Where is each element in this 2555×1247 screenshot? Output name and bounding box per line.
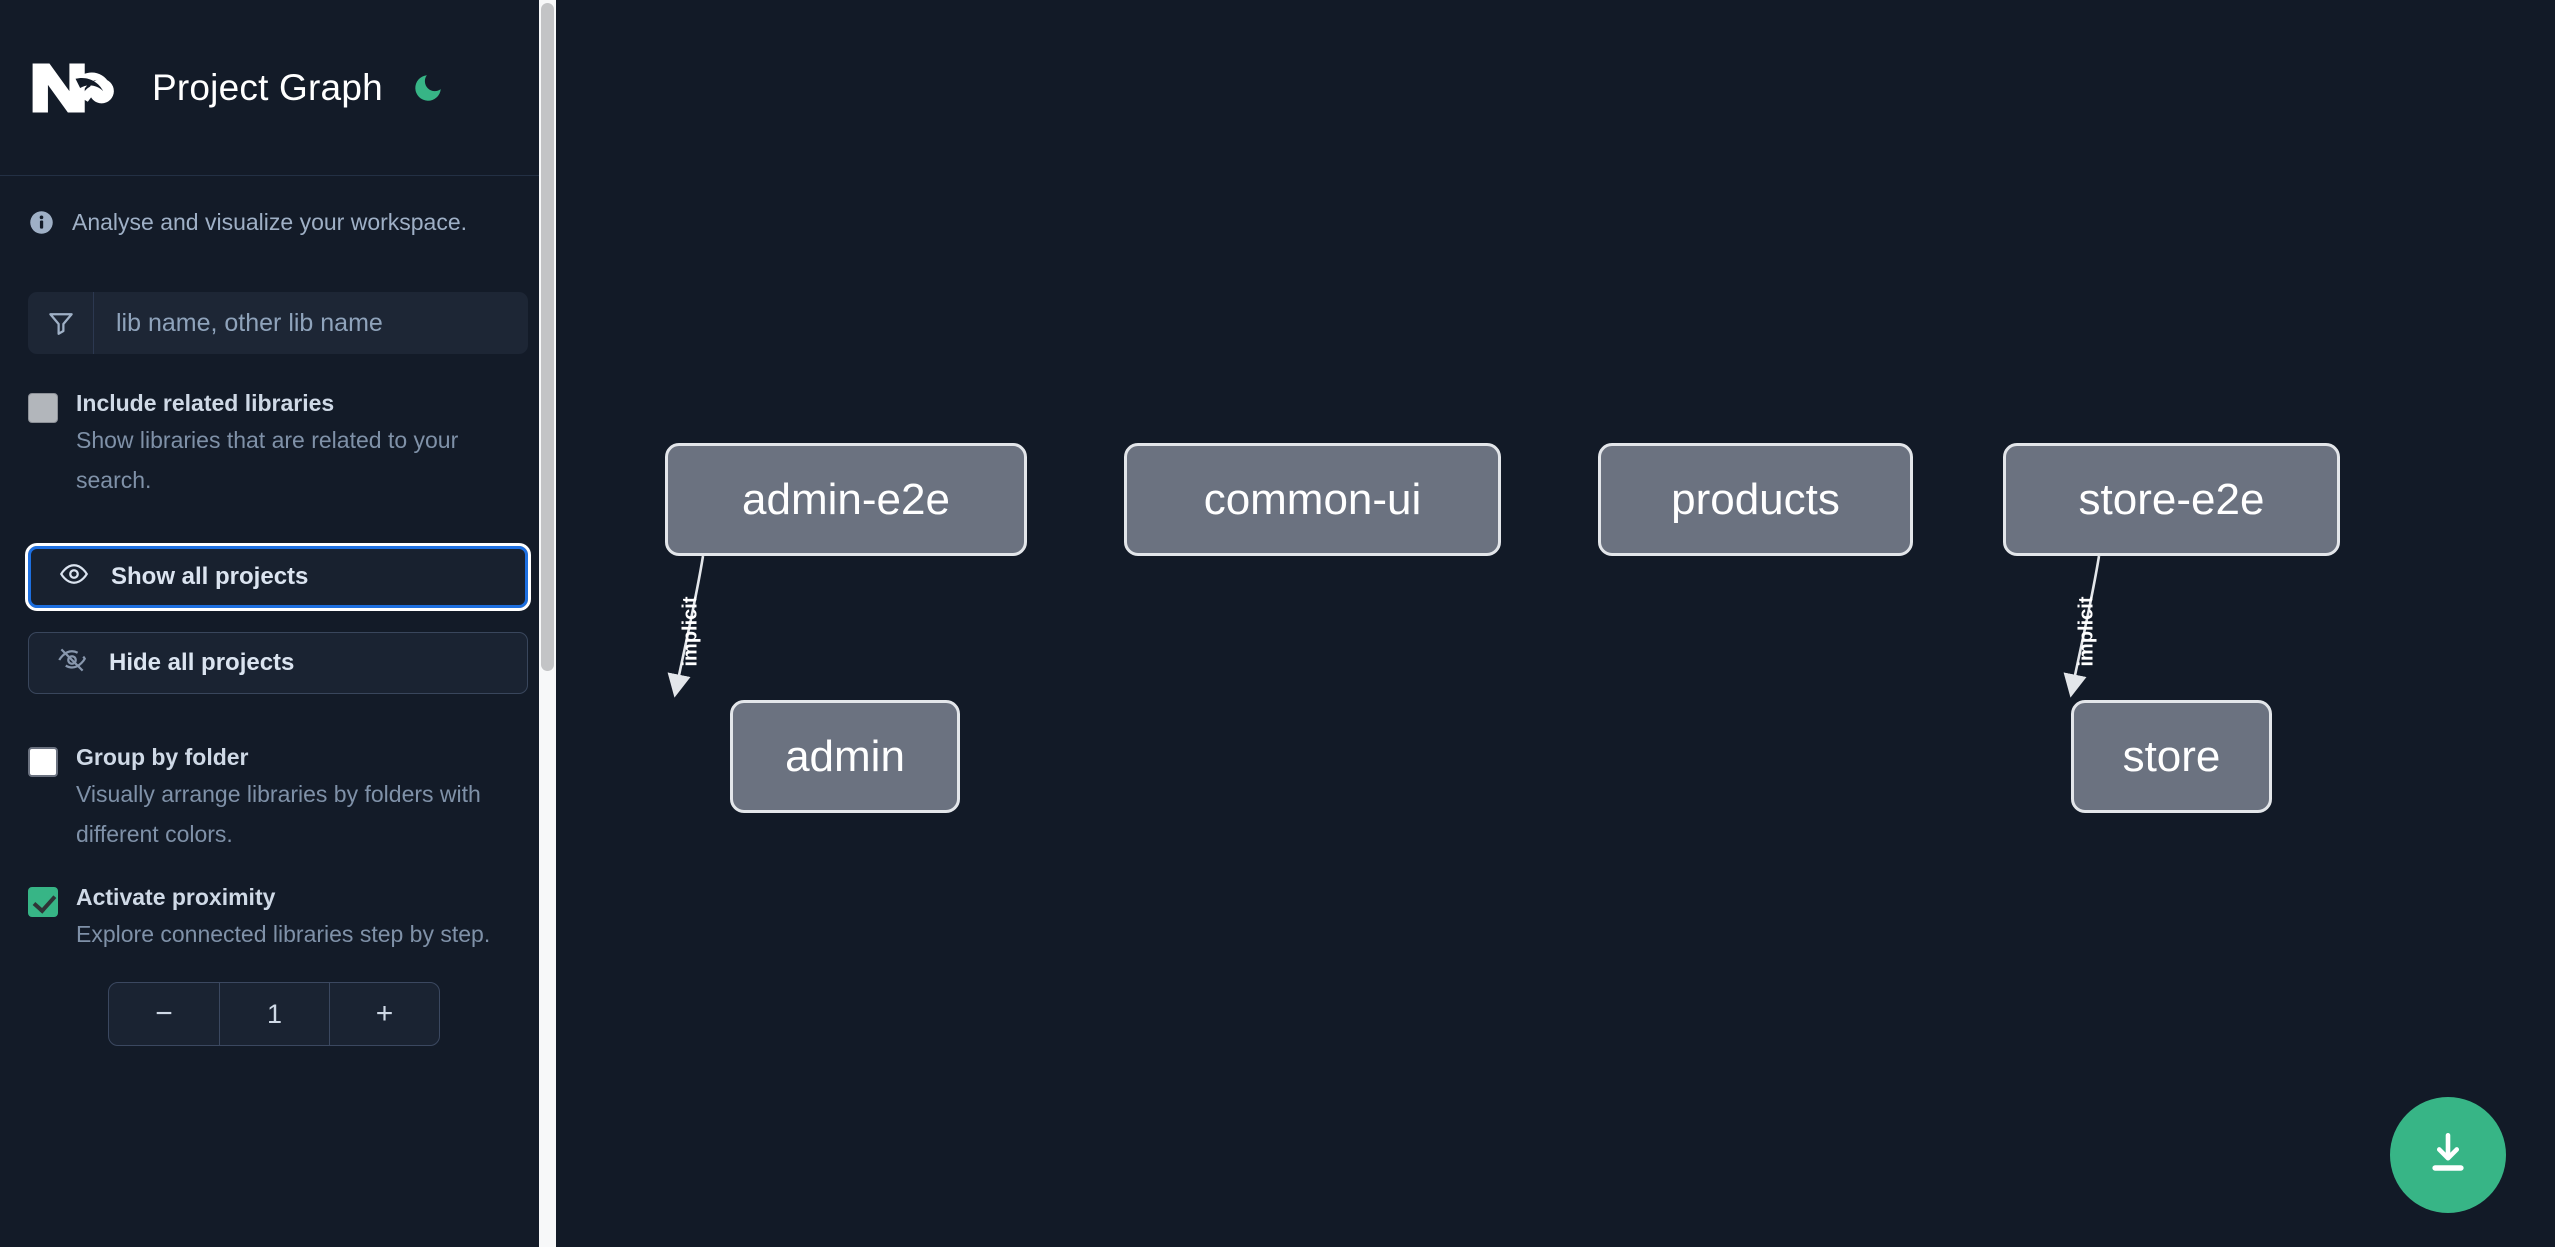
hide-all-projects-button[interactable]: Hide all projects xyxy=(28,632,528,694)
checkbox-include-related-libraries[interactable] xyxy=(28,393,58,423)
option-title: Include related libraries xyxy=(76,390,335,416)
info-icon xyxy=(28,209,55,236)
checkbox-activate-proximity[interactable] xyxy=(28,887,58,917)
search-input[interactable] xyxy=(94,292,528,354)
option-description: Explore connected libraries step by step… xyxy=(76,921,491,947)
show-all-projects-wrap: Show all projects xyxy=(0,543,556,611)
edge-label-implicit-store: implicit xyxy=(2075,596,2098,667)
sidebar: Project Graph Analyse and visualize your… xyxy=(0,0,556,1247)
proximity-increment-button[interactable]: + xyxy=(329,983,439,1045)
download-icon xyxy=(2423,1128,2473,1183)
search-row xyxy=(28,292,528,354)
eye-off-icon xyxy=(57,645,87,682)
option-description: Visually arrange libraries by folders wi… xyxy=(76,781,481,847)
option-activate-proximity[interactable]: Activate proximity Explore connected lib… xyxy=(0,882,556,954)
proximity-decrement-button[interactable]: − xyxy=(155,997,173,1030)
sidebar-scrollbar[interactable] xyxy=(539,0,556,1247)
option-group-by-folder[interactable]: Group by folder Visually arrange librari… xyxy=(0,742,556,854)
graph-node-store-e2e[interactable]: store-e2e xyxy=(2003,443,2340,556)
moon-icon[interactable] xyxy=(409,69,447,107)
download-graph-button[interactable] xyxy=(2390,1097,2506,1213)
sidebar-scrollbar-thumb[interactable] xyxy=(541,3,554,671)
filter-funnel-icon xyxy=(28,292,94,354)
edge-label-implicit-admin: implicit xyxy=(679,596,702,667)
graph-node-common-ui[interactable]: common-ui xyxy=(1124,443,1501,556)
hide-all-projects-wrap: Hide all projects xyxy=(0,632,556,694)
checkbox-group-by-folder[interactable] xyxy=(28,747,58,777)
graph-node-admin-e2e[interactable]: admin-e2e xyxy=(665,443,1027,556)
hide-all-projects-label: Hide all projects xyxy=(109,649,295,676)
option-include-related-libraries[interactable]: Include related libraries Show libraries… xyxy=(0,388,556,500)
option-description: Show libraries that are related to your … xyxy=(76,427,459,493)
page-title: Project Graph xyxy=(152,66,383,108)
graph-node-admin[interactable]: admin xyxy=(730,700,960,813)
search-section xyxy=(0,292,556,354)
sidebar-header: Project Graph xyxy=(0,0,556,176)
graph-edges xyxy=(667,555,2101,698)
proximity-value: 1 xyxy=(219,983,329,1045)
option-title: Group by folder xyxy=(76,744,249,770)
show-all-projects-button[interactable]: Show all projects xyxy=(25,543,531,611)
graph-node-store[interactable]: store xyxy=(2071,700,2272,813)
show-all-projects-label: Show all projects xyxy=(111,563,309,590)
option-title: Activate proximity xyxy=(76,884,276,910)
eye-icon xyxy=(59,559,89,596)
tagline: Analyse and visualize your workspace. xyxy=(0,176,556,268)
tagline-text: Analyse and visualize your workspace. xyxy=(72,208,468,235)
graph-canvas[interactable]: admin-e2e common-ui products store-e2e a… xyxy=(556,0,2555,1247)
nx-logo-icon xyxy=(28,57,120,119)
graph-node-products[interactable]: products xyxy=(1598,443,1913,556)
proximity-stepper: − 1 + xyxy=(108,982,440,1046)
